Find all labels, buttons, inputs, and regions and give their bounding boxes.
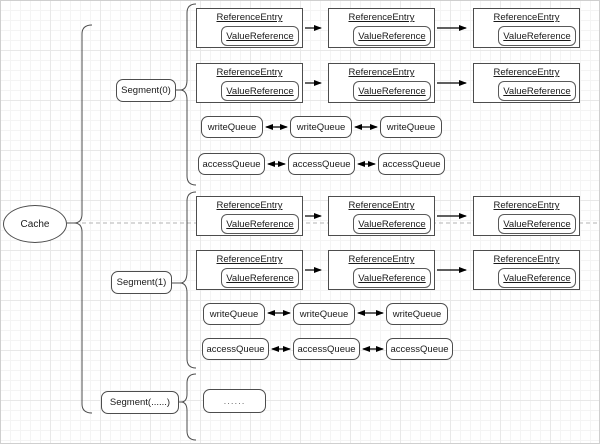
write-queue-box[interactable]: writeQueue [293, 303, 355, 325]
segment-0-label: Segment(0) [121, 85, 171, 96]
reference-entry-label: ReferenceEntry [216, 254, 283, 265]
segment-0-node[interactable]: Segment(0) [116, 79, 176, 102]
segment0-brace [179, 3, 197, 186]
access-queue-box[interactable]: accessQueue [198, 153, 265, 175]
value-reference-box[interactable]: ValueReference [221, 268, 299, 288]
entry-arrows [305, 25, 467, 273]
reference-entry-label: ReferenceEntry [348, 67, 415, 78]
value-reference-box[interactable]: ValueReference [221, 81, 299, 101]
value-reference-box[interactable]: ValueReference [353, 81, 431, 101]
reference-entry-label: ReferenceEntry [348, 200, 415, 211]
access-queue-box[interactable]: accessQueue [293, 338, 360, 360]
reference-entry-label: ReferenceEntry [348, 254, 415, 265]
access-queue-box[interactable]: accessQueue [386, 338, 453, 360]
reference-entry-label: ReferenceEntry [348, 12, 415, 23]
value-reference-box[interactable]: ValueReference [221, 26, 299, 46]
reference-entry-label: ReferenceEntry [493, 254, 560, 265]
segment-more-placeholder: ...... [223, 395, 246, 407]
access-queue-box[interactable]: accessQueue [202, 338, 269, 360]
value-reference-box[interactable]: ValueReference [353, 214, 431, 234]
value-reference-box[interactable]: ValueReference [498, 214, 576, 234]
write-queue-box[interactable]: writeQueue [380, 116, 442, 138]
value-reference-box[interactable]: ValueReference [221, 214, 299, 234]
write-queue-box[interactable]: writeQueue [386, 303, 448, 325]
write-queue-box[interactable]: writeQueue [290, 116, 352, 138]
cache-brace [73, 24, 93, 414]
write-queue-box[interactable]: writeQueue [203, 303, 265, 325]
access-queue-box[interactable]: accessQueue [288, 153, 355, 175]
segment-more-label: Segment(......) [109, 397, 171, 408]
value-reference-box[interactable]: ValueReference [498, 268, 576, 288]
reference-entry-label: ReferenceEntry [493, 67, 560, 78]
queue-arrows [265, 124, 384, 352]
value-reference-box[interactable]: ValueReference [353, 268, 431, 288]
reference-entry-label: ReferenceEntry [216, 67, 283, 78]
cache-node[interactable]: Cache [3, 205, 67, 243]
segment-more-placeholder-box[interactable]: ...... [203, 389, 266, 413]
segment-1-node[interactable]: Segment(1) [111, 271, 172, 294]
value-reference-box[interactable]: ValueReference [498, 81, 576, 101]
segment-more-node[interactable]: Segment(......) [101, 391, 179, 414]
value-reference-box[interactable]: ValueReference [353, 26, 431, 46]
access-queue-box[interactable]: accessQueue [378, 153, 445, 175]
cache-label: Cache [20, 218, 50, 230]
reference-entry-label: ReferenceEntry [493, 200, 560, 211]
reference-entry-label: ReferenceEntry [493, 12, 560, 23]
segment-more-brace [180, 373, 197, 441]
segment1-brace [179, 191, 197, 369]
segment-1-label: Segment(1) [116, 277, 167, 288]
write-queue-box[interactable]: writeQueue [201, 116, 263, 138]
value-reference-box[interactable]: ValueReference [498, 26, 576, 46]
reference-entry-label: ReferenceEntry [216, 200, 283, 211]
reference-entry-label: ReferenceEntry [216, 12, 283, 23]
